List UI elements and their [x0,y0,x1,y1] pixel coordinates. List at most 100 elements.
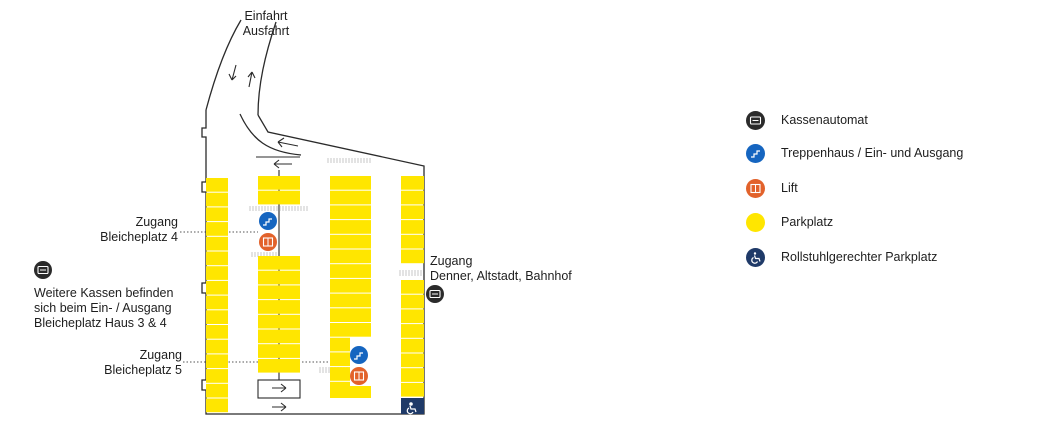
access-label-line-2: Bleicheplatz 4 [100,230,178,244]
parking-space [279,256,300,270]
parking-space [401,353,424,368]
parking-space [350,176,371,190]
access-label-line-1: Zugang [135,215,178,229]
ramp-wall-left [205,19,242,111]
parking-space [350,249,371,264]
parking-space [330,323,350,337]
parking-space [206,383,228,398]
parking-space [206,266,228,280]
arrow-left-icon [273,159,292,169]
parking-space [279,190,300,205]
parking-space [330,308,350,322]
legend-label: Rollstuhlgerechter Parkplatz [781,250,938,264]
arrow-right-icon [272,383,287,393]
parking-space [401,176,424,190]
parking-space [206,192,228,207]
access-bleicheplatz-4-label: Zugang Bleicheplatz 4 [60,215,178,245]
cashier-note: Weitere Kassen befinden sich beim Ein- /… [34,286,173,331]
parking-space [330,337,350,352]
parking-space [330,386,350,398]
parking-space [258,176,279,190]
parking-space [206,207,228,222]
parking-space [350,293,371,308]
parking-space [350,264,371,278]
accessible-parking-space [401,398,424,415]
parking-space [330,205,350,220]
parking-space [258,256,279,270]
parking-space [206,236,228,251]
parking-space-icon [746,212,765,232]
parking-space [350,234,371,249]
cashier-note-line-3: Bleicheplatz Haus 3 & 4 [34,316,167,330]
direction-arrows [228,64,299,412]
parking-space [206,222,228,236]
ramp-curve-inner [239,113,302,156]
parking-space [401,324,424,338]
parking-space [330,234,350,249]
legend-item-parking: Parkplatz [746,212,833,232]
parking-space [401,309,424,324]
parking-space [258,270,279,285]
parking-space [401,190,424,205]
entrance-label: Einfahrt Ausfahrt [236,9,296,39]
access-label-line-2: Denner, Altstadt, Bahnhof [430,269,572,283]
arrow-left-icon [277,137,299,148]
arrow-down-icon [228,64,237,81]
lift-marker-bleicheplatz-5 [350,367,368,385]
parking-space [258,314,279,329]
legend-label: Treppenhaus / Ein- und Ausgang [781,146,964,160]
parking-space [279,314,300,329]
parking-space [401,338,424,353]
parking-space [350,308,371,322]
parking-space [206,178,228,192]
parking-space [279,329,300,344]
entrance-label-line-2: Ausfahrt [242,24,290,38]
parking-space [279,176,300,190]
parking-space [279,344,300,358]
lift-icon [746,178,765,198]
wheelchair-icon [746,247,765,267]
cash-machine-marker-denner [426,285,444,303]
parking-space [330,278,350,293]
parking-space [350,205,371,220]
entrance-label-line-1: Einfahrt [244,9,288,23]
legend-label: Kassenautomat [781,113,868,127]
parking-space [206,398,228,413]
cashier-note-line-1: Weitere Kassen befinden [34,286,174,300]
parking-space [258,344,279,358]
cash-machine-icon [746,110,765,130]
access-denner-label: Zugang Denner, Altstadt, Bahnhof [430,254,572,284]
cash-machine-marker-note [34,261,52,279]
parking-space [330,293,350,308]
parking-space [206,339,228,354]
parking-space [350,220,371,234]
parking-space [206,295,228,310]
parking-space [350,278,371,293]
parking-space [279,270,300,285]
parking-space [330,352,350,367]
stairs-icon [746,143,765,163]
parking-space [279,300,300,314]
parking-space [279,358,300,373]
stairs-marker-bleicheplatz-4 [259,212,277,230]
stairs-marker-bleicheplatz-5 [350,346,368,364]
parking-space [330,220,350,234]
parking-space [206,325,228,339]
parking-space [258,329,279,344]
parking-space [206,369,228,383]
arrow-up-icon [247,71,256,88]
parking-space [206,280,228,295]
parking-space [401,234,424,249]
parking-space [258,285,279,300]
parking-space [206,310,228,324]
parking-space [401,294,424,309]
access-label-line-2: Bleicheplatz 5 [104,363,182,377]
access-label-line-1: Zugang [430,254,473,268]
parking-space [258,190,279,205]
parking-space [330,264,350,278]
legend-label: Parkplatz [781,215,834,229]
parking-space [258,300,279,314]
access-bleicheplatz-5-label: Zugang Bleicheplatz 5 [62,348,182,378]
ramp-wall-right [257,21,277,116]
